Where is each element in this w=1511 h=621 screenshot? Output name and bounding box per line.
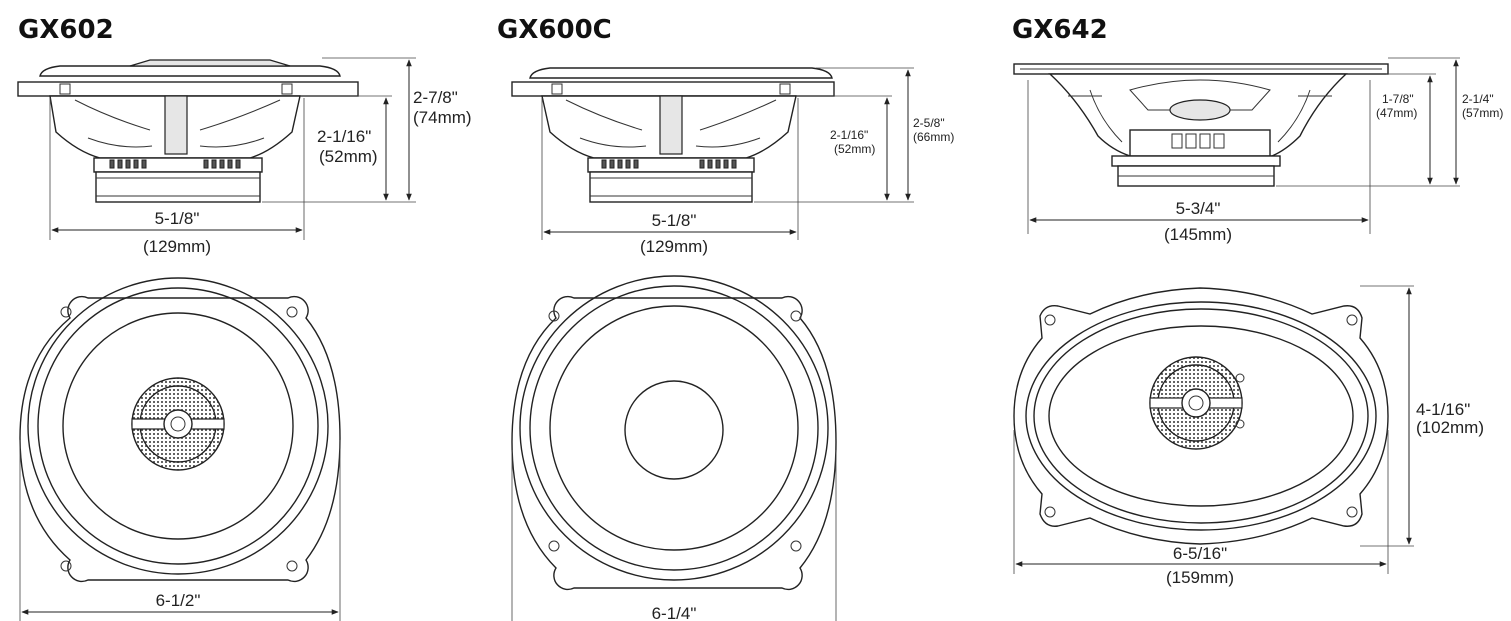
gx600c-cone [549,305,799,551]
gx602-total-depth-imperial: 2-7/8" [413,88,458,107]
gx642-total-depth-imperial: 2-1/4" [1462,92,1494,106]
gx602-tweeter-dome [163,409,193,439]
gx642-tweeter-dome [1181,388,1211,418]
gx602-pole [164,95,188,155]
gx602-title: GX602 [18,15,114,45]
gx642-front-height-metric: (102mm) [1416,418,1484,437]
gx642-plate [1111,155,1281,167]
gx602-width-metric: (129mm) [143,237,211,256]
gx602-grille-profile [39,65,341,77]
gx642-width-metric: (145mm) [1164,225,1232,244]
gx642-tweeter-profile [1169,99,1231,121]
gx602-tweeter-profile [129,59,291,67]
gx602-side-view [17,59,359,203]
gx602-front-view [19,277,341,583]
gx642-inner-depth-imperial: 1-7/8" [1382,92,1414,106]
gx602-outer-ring [27,277,329,575]
gx600c-dust-cap [624,380,724,480]
gx600c-outer-ring [519,275,829,581]
gx600c-inner-depth-imperial: 2-1/16" [830,128,868,142]
gx642-total-depth-metric: (57mm) [1462,106,1503,120]
gx642-side-view [1013,63,1389,187]
gx642-panel: GX642 1-7/8" (47mm) 2-1/4" [1012,15,1503,587]
gx602-width-imperial: 5-1/8" [155,209,200,228]
gx642-title: GX642 [1012,15,1108,45]
gx602-front-width-imperial: 6-1/2" [156,591,201,610]
gx600c-total-depth-metric: (66mm) [913,130,954,144]
gx602-total-depth-metric: (74mm) [413,108,472,127]
gx600c-total-depth-imperial: 2-5/8" [913,116,945,130]
gx600c-frame [511,295,837,591]
gx600c-inner-depth-metric: (52mm) [834,142,875,156]
gx600c-title: GX600C [497,15,612,45]
gx602-magnet [95,171,261,203]
gx600c-width-imperial: 5-1/8" [652,211,697,230]
gx600c-panel: GX600C [497,15,954,621]
gx642-front-width-imperial: 6-5/16" [1173,544,1227,563]
gx600c-front-view [511,275,837,591]
gx600c-front-width-imperial: 6-1/4" [652,604,697,621]
gx602-inner-depth-imperial: 2-1/16" [317,127,371,146]
gx600c-grille-profile [529,67,833,79]
gx602-panel: GX602 [17,15,472,621]
gx642-front-width-metric: (159mm) [1166,568,1234,587]
gx600c-magnet [589,171,753,203]
gx600c-side-view [511,67,835,203]
gx642-outer-ring [1025,301,1377,531]
gx642-front-height-imperial: 4-1/16" [1416,400,1470,419]
gx602-cone [62,312,294,540]
gx600c-width-metric: (129mm) [640,237,708,256]
gx600c-pole [659,95,683,155]
gx642-cone [1048,325,1354,507]
gx642-inner-depth-metric: (47mm) [1376,106,1417,120]
gx642-front-view [1013,287,1389,545]
gx602-inner-depth-metric: (52mm) [319,147,378,166]
gx642-width-imperial: 5-3/4" [1176,199,1221,218]
